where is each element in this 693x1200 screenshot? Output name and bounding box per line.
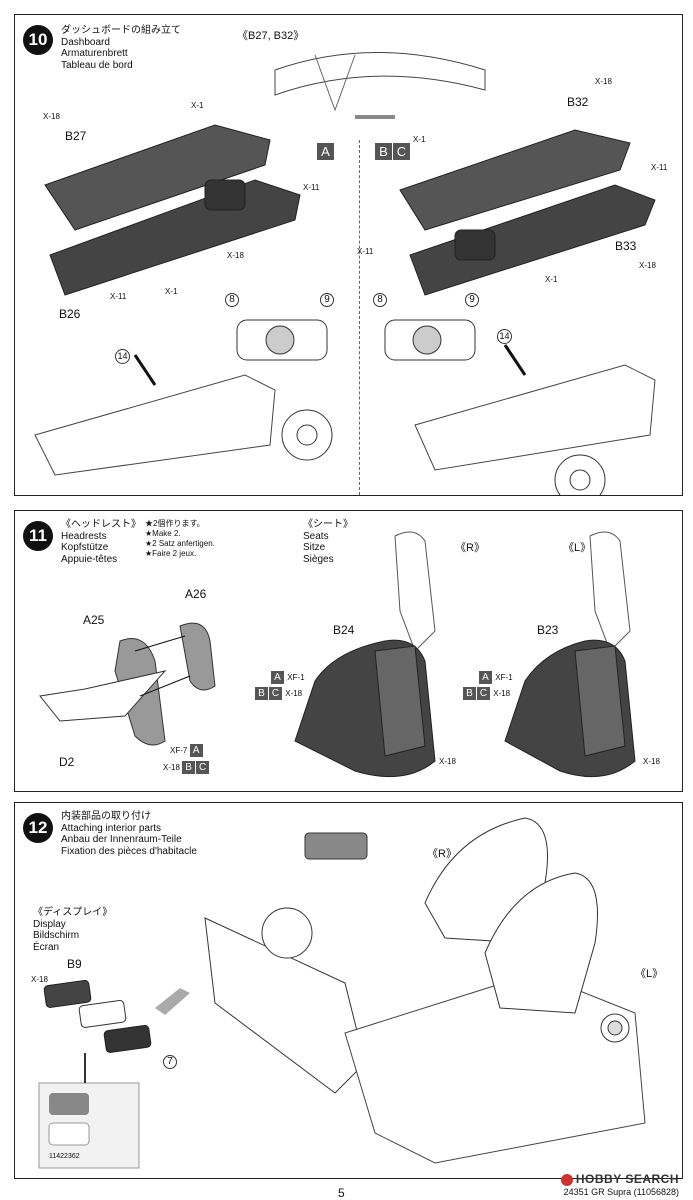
- paint-label: X-18: [439, 757, 456, 766]
- title-en: Attaching interior parts: [61, 822, 162, 834]
- part-label: X-18: [43, 112, 60, 121]
- logo-icon: [560, 1173, 573, 1186]
- step10-illustration: [34, 52, 656, 495]
- title-jp: ダッシュボードの組み立て: [61, 25, 181, 36]
- part-label: B23: [537, 623, 559, 637]
- part-label: X-1: [165, 287, 178, 296]
- decal-8: 8: [373, 293, 387, 307]
- decal-9: 9: [320, 293, 334, 307]
- paint-label: X-18: [643, 757, 660, 766]
- paint-label: A XF-1: [271, 671, 305, 684]
- decal-8: 8: [225, 293, 239, 307]
- decal-7: 7: [163, 1055, 177, 1069]
- title-jp: 《ディスプレイ》: [33, 907, 113, 918]
- decal-14: 14: [497, 329, 512, 344]
- make-note: ★2個作ります。 ★Make 2. ★2 Satz anfertigen. ★F…: [145, 519, 215, 559]
- part-label: B24: [333, 623, 355, 637]
- paint-label: X-18: [31, 975, 48, 984]
- step-number: 11: [23, 521, 53, 551]
- seat-l-label: 《L》: [635, 968, 664, 980]
- step-title: 内装部品の取り付け Attaching interior parts Anbau…: [61, 811, 197, 857]
- part-label: B27: [65, 129, 87, 143]
- part-label: X-11: [357, 247, 374, 256]
- title-jp: 《ヘッドレスト》: [61, 519, 141, 530]
- part-label: X-11: [651, 163, 668, 172]
- step-11-panel: 11 《ヘッドレスト》 Headrests Kopfstütze Appuie-…: [14, 510, 683, 792]
- title-fr: Appuie-têtes: [61, 553, 118, 565]
- watermark-logo: HOBBY SEARCH: [560, 1172, 679, 1186]
- part-label: X-11: [303, 183, 320, 192]
- title-de: Kopfstütze: [61, 542, 109, 553]
- part-label: B33: [615, 239, 637, 253]
- part-label: X-18: [595, 77, 612, 86]
- display-title: 《ディスプレイ》 Display Bildschirm Écran: [33, 907, 112, 953]
- note-jp: ★2個作ります。: [145, 519, 205, 528]
- title-en: Headrests: [61, 530, 107, 542]
- parts-note: 《B27, B32》: [237, 30, 305, 42]
- part-label: D2: [59, 755, 75, 769]
- title-fr: Écran: [33, 941, 60, 953]
- title-de: Armaturenbrett: [61, 48, 128, 59]
- title-jp: 《シート》: [303, 519, 353, 530]
- divider: [359, 140, 360, 495]
- part-label: A25: [83, 613, 105, 627]
- paint-label: XF-7 A: [170, 744, 204, 757]
- note-de: ★2 Satz anfertigen.: [145, 539, 215, 548]
- step11-illustration: [39, 531, 636, 778]
- part-label: X-18: [639, 261, 656, 270]
- step-12-panel: 12 内装部品の取り付け Attaching interior parts An…: [14, 802, 683, 1179]
- title-de: Anbau der Innenraum-Teile: [61, 834, 182, 845]
- note-en: ★Make 2.: [145, 529, 181, 538]
- title-en: Seats: [303, 530, 329, 542]
- part-label: B26: [59, 307, 81, 321]
- product-code: 24351 GR Supra (11056828): [563, 1187, 679, 1197]
- step12-illustration: [38, 817, 646, 1169]
- part-label: X-1: [545, 275, 558, 284]
- part-label: X-1: [413, 135, 426, 144]
- step-number: 10: [23, 25, 53, 55]
- seat-r-label: 《R》: [427, 848, 457, 860]
- note-fr: ★Faire 2 jeux.: [145, 549, 197, 558]
- paint-label: A XF-1: [479, 671, 513, 684]
- page-number: 5: [338, 1186, 345, 1200]
- seats-title: 《シート》 Seats Sitze Sièges: [303, 519, 353, 565]
- part-label: B32: [567, 95, 589, 109]
- step-number: 12: [23, 813, 53, 843]
- title-de: Bildschirm: [33, 930, 80, 941]
- seat-r-label: 《R》: [455, 542, 485, 554]
- title-en: Display: [33, 918, 66, 930]
- title-fr: Tableau de bord: [61, 59, 133, 71]
- part-label: B9: [67, 957, 82, 971]
- variant-a: A: [317, 143, 335, 160]
- part-label: X-18: [227, 251, 244, 260]
- title-en: Dashboard: [61, 36, 110, 48]
- title-de: Sitze: [303, 542, 326, 553]
- decal-14: 14: [115, 349, 130, 364]
- part-label: X-1: [191, 101, 204, 110]
- part-label: A26: [185, 587, 207, 601]
- title-fr: Sièges: [303, 553, 334, 565]
- headrests-title: 《ヘッドレスト》 Headrests Kopfstütze Appuie-têt…: [61, 519, 141, 565]
- seat-l-label: 《L》: [563, 542, 592, 554]
- step-title: ダッシュボードの組み立て Dashboard Armaturenbrett Ta…: [61, 25, 181, 71]
- title-jp: 内装部品の取り付け: [61, 811, 151, 822]
- step-10-panel: 10 ダッシュボードの組み立て Dashboard Armaturenbrett…: [14, 14, 683, 496]
- title-fr: Fixation des pièces d'habitacle: [61, 845, 197, 857]
- part-label: X-11: [110, 292, 127, 301]
- decal-9: 9: [465, 293, 479, 307]
- decal-code: 11422362: [49, 1153, 80, 1160]
